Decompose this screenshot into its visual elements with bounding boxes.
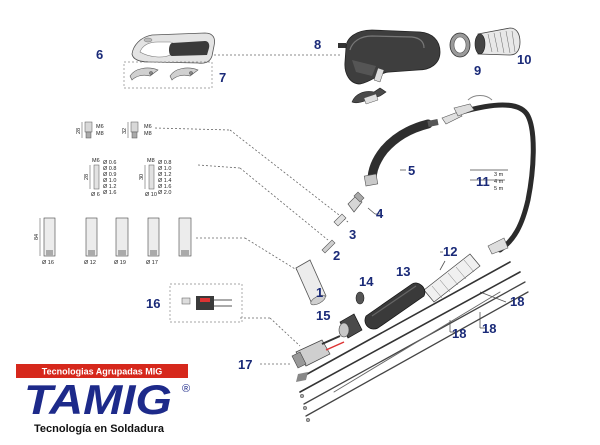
tip-1-base: Ø 6 [91,192,100,198]
nozzle-dia-2: Ø 12 [84,260,96,266]
logo-registered: ® [182,383,190,395]
logo-banner-text: Tecnologias Agrupadas MIG [42,367,163,377]
tip-2-dia-6: Ø 2.0 [158,190,171,196]
tip-2-dia-1: Ø 0.8 [158,160,171,166]
leader-tips-a [197,164,241,169]
tamig-logo: Tecnologias Agrupadas MIG TAMIG ® Tecnol… [16,364,190,435]
tip-1-dia-4: Ø 1.0 [103,178,116,184]
callout-17: 17 [238,357,252,372]
nozzle-dia-1: Ø 16 [42,260,54,266]
tip-2-dia-3: Ø 1.2 [158,172,171,178]
tip-2-dia-2: Ø 1.0 [158,166,171,172]
liner-cables [296,261,529,423]
contact-tip-part [333,213,347,227]
tip-group-2: M8 30 Ø 0.8 Ø 1.0 Ø 1.2 Ø 1.4 Ø 1.6 Ø 2.… [139,158,171,198]
tip-1-dia-2: Ø 0.8 [103,166,116,172]
logo-tagline: Tecnología en Soldadura [34,423,165,435]
tip-2-height: 30 [139,174,145,180]
spring-part [423,253,481,303]
sleeve-ring-part [355,291,365,305]
callout-13: 13 [396,264,410,279]
tip-2-base: Ø 10 [145,192,157,198]
callout-18-c: 18 [452,326,466,341]
switch-box [169,283,243,323]
tip-1-dia-3: Ø 0.9 [103,172,116,178]
ring-part [449,32,471,58]
leader-adapters-b [229,129,349,223]
diffuser-part [347,191,365,213]
trigger-set-box [123,61,213,89]
grip-sleeve-part [364,282,426,330]
swan-neck-part [363,111,463,187]
callout-11: 11 [476,174,490,189]
torch-handle [344,29,441,85]
callout-16: 16 [146,296,160,311]
logo-brand: TAMIG [24,376,172,423]
handle-shell-part [131,32,215,64]
callout-4: 4 [376,206,384,221]
tip-group-1: M6 28 Ø 0.6 Ø 0.8 Ø 0.9 Ø 1.0 Ø 1.2 Ø 1.… [84,158,116,198]
tip-1-dia-1: Ø 0.6 [103,160,116,166]
tip-2-dia-4: Ø 1.4 [158,178,171,184]
leader-adapters-a [154,127,231,131]
adapter-group-1: 28 M6 M8 [76,121,104,139]
trigger-part [351,87,387,105]
callout-7: 7 [219,70,226,85]
nozzle-part [295,259,327,306]
micro-switch-part [181,296,232,310]
callout-10: 10 [517,52,531,67]
nozzle-dia-3: Ø 19 [114,260,126,266]
adapter-2-height: 32 [122,128,128,134]
adapter-1-thread-a: M6 [96,124,104,130]
callout-1: 1 [316,285,323,300]
callout-14: 14 [359,274,374,289]
adapter-1-thread-b: M8 [96,131,104,137]
cable-part [453,95,536,255]
tip-1-dia-5: Ø 1.2 [103,184,116,190]
callout-2: 2 [333,248,340,263]
callout-3: 3 [349,227,356,242]
leader-nozzles-b [244,237,301,273]
callout-18-b: 18 [482,321,496,336]
tip-1-dia-6: Ø 1.6 [103,190,116,196]
connector-nut-part [338,313,363,339]
tip-2-thread: M8 [147,158,155,164]
leader-tips-b [239,167,329,241]
callout-6: 6 [96,47,103,62]
central-connector-part [291,335,345,369]
logo-banner [16,364,188,378]
callout-18-a: 18 [510,294,524,309]
callout-5: 5 [408,163,415,178]
adapter-2-thread-a: M6 [144,124,152,130]
nozzle-length: 84 [34,234,40,240]
adapter-2-thread-b: M8 [144,131,152,137]
leader-lines [154,54,349,365]
tip-2-dia-5: Ø 1.6 [158,184,171,190]
adapter-1-height: 28 [76,128,82,134]
tip-adapter-part [321,239,336,254]
callout-12: 12 [443,244,457,259]
tip-1-thread: M6 [92,158,100,164]
adapter-group-2: 32 M6 M8 [122,121,152,139]
callout-9: 9 [474,63,481,78]
tip-1-height: 28 [84,174,90,180]
length-option-2: 4 m [494,179,504,185]
trigger-parts [129,67,199,81]
callout-15: 15 [316,308,330,323]
length-option-3: 5 m [494,186,504,192]
nozzle-dia-4: Ø 17 [146,260,158,266]
spring-guard-part [474,27,521,56]
callout-8: 8 [314,37,321,52]
nozzle-variants: 84 Ø 16 Ø 12 Ø 19 Ø 17 [34,217,192,266]
length-option-1: 3 m [494,172,504,178]
leader-16-b [269,317,301,347]
